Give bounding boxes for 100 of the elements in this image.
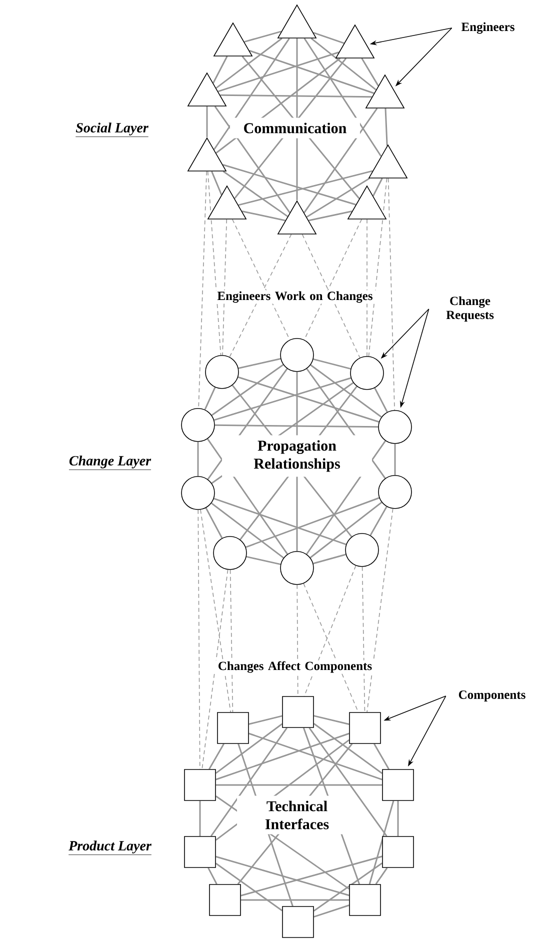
link-line: [296, 38, 298, 200]
dashed-line: [368, 178, 388, 357]
link-line: [248, 732, 382, 780]
change-circle: [205, 355, 239, 389]
link-line: [215, 723, 283, 774]
relation-label: Technical Interfaces: [237, 796, 357, 834]
link-line: [205, 508, 223, 538]
component-square: [349, 884, 381, 916]
link-line: [215, 862, 283, 912]
link-line: [310, 364, 382, 418]
change-circle: [350, 356, 384, 390]
link-line: [313, 723, 383, 774]
change-circle: [280, 551, 314, 585]
link-line: [308, 210, 352, 222]
link-line: [214, 424, 378, 428]
dashed-line: [230, 570, 234, 712]
link-line: [310, 38, 376, 90]
relation-label: Propagation Relationships: [222, 435, 372, 477]
link-line: [306, 178, 370, 218]
component-square: [382, 836, 414, 868]
link-line: [210, 727, 288, 837]
link-line: [394, 444, 396, 476]
link-line: [213, 38, 290, 150]
change-circle: [378, 410, 412, 444]
link-line: [361, 58, 379, 86]
caption-label: Changes Affect Components: [214, 660, 376, 674]
link-line: [314, 904, 350, 918]
link-line: [206, 106, 208, 138]
link-line: [238, 358, 281, 369]
link-line: [214, 106, 290, 214]
change-circle: [280, 338, 314, 372]
link-line: [242, 210, 286, 222]
link-line: [216, 732, 350, 780]
component-square: [184, 836, 216, 868]
link-line: [304, 38, 382, 157]
dashed-line: [198, 171, 208, 409]
callout-label: Engineers: [461, 22, 514, 34]
link-line: [248, 715, 282, 725]
dashed-line: [296, 584, 298, 696]
dashed-line: [362, 566, 366, 712]
link-line: [240, 899, 350, 901]
link-line: [244, 30, 282, 43]
link-line: [313, 32, 344, 44]
link-line: [222, 164, 356, 206]
link-line: [374, 388, 388, 412]
link-line: [313, 554, 346, 564]
link-line: [304, 108, 378, 214]
link-line: [208, 744, 224, 770]
link-line: [197, 442, 199, 476]
link-line: [240, 856, 382, 896]
link-line: [246, 497, 380, 548]
relation-label: Communication: [230, 118, 360, 138]
component-square: [184, 769, 216, 801]
dashed-line: [388, 178, 395, 410]
dashed-line: [200, 509, 232, 712]
link-line: [211, 364, 284, 416]
component-square: [217, 712, 249, 744]
change-circle: [181, 476, 215, 510]
link-line: [238, 376, 380, 423]
link-line: [211, 502, 284, 558]
dashed-line: [366, 219, 368, 356]
link-line: [222, 170, 288, 218]
component-square: [209, 884, 241, 916]
link-line: [370, 506, 388, 536]
dashed-line: [366, 508, 394, 712]
dashed-line: [202, 569, 228, 770]
dashed-line: [302, 234, 360, 358]
layer-title: Social Layer: [75, 122, 149, 137]
dashed-line: [222, 219, 228, 356]
link-line: [216, 38, 282, 89]
link-line: [246, 556, 281, 566]
link-line: [372, 178, 383, 196]
link-line: [313, 358, 351, 370]
change-circle: [378, 475, 412, 509]
link-line: [249, 50, 374, 94]
link-line: [368, 800, 394, 884]
link-line: [216, 856, 350, 896]
link-line: [199, 800, 201, 836]
link-line: [375, 867, 388, 885]
change-circle: [213, 536, 247, 570]
link-line: [214, 377, 352, 421]
callout-label: Components: [458, 690, 526, 702]
change-circle: [181, 408, 215, 442]
link-line: [214, 498, 346, 546]
link-line: [204, 387, 216, 410]
link-line: [216, 784, 382, 786]
dashed-line: [303, 583, 359, 712]
link-line: [212, 56, 228, 84]
callout-label: Change Requests: [446, 296, 494, 322]
dashed-line: [207, 171, 222, 356]
link-line: [310, 502, 382, 558]
dashed-line: [304, 565, 356, 696]
link-line: [238, 170, 373, 206]
layer-title: Change Layer: [68, 456, 152, 470]
component-square: [282, 906, 314, 938]
link-line: [384, 108, 388, 146]
component-square: [349, 712, 381, 744]
change-circle: [345, 533, 379, 567]
link-line: [314, 715, 350, 725]
link-line: [374, 744, 390, 770]
